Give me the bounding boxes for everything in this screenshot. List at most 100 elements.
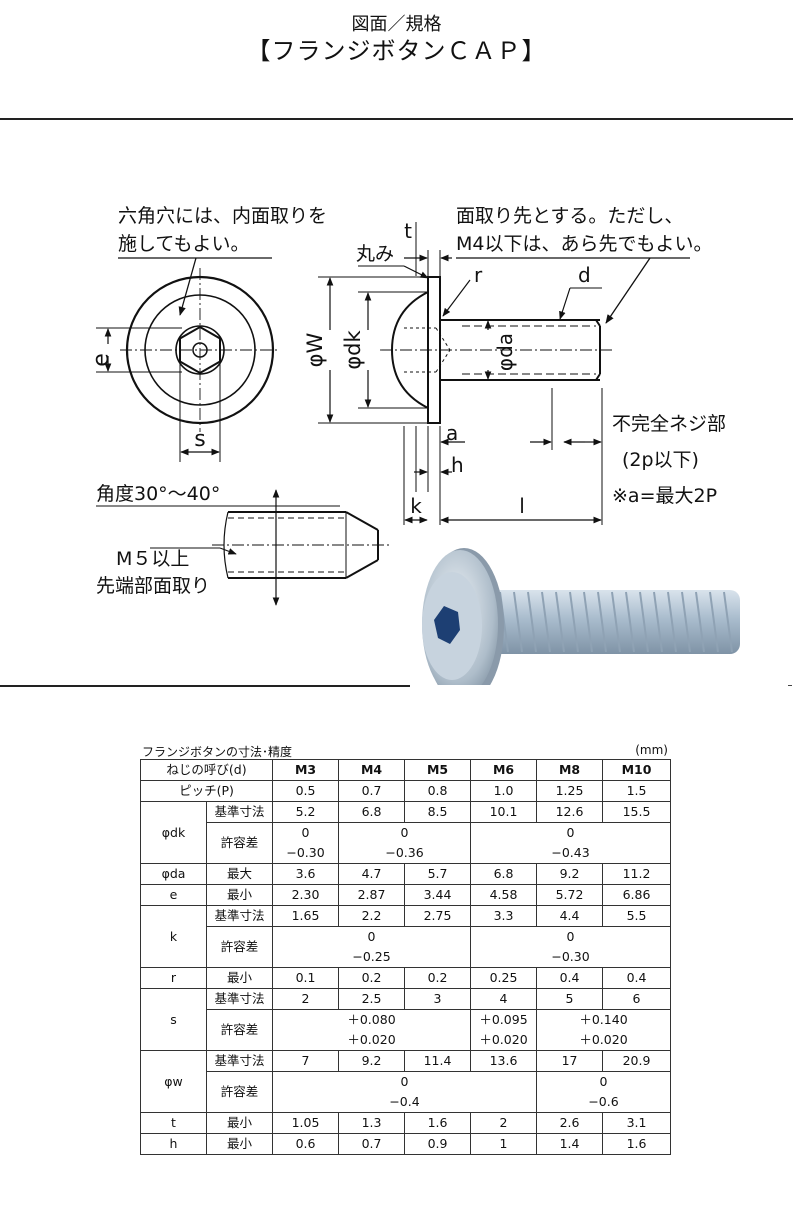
- cell-value: 0.5: [272, 780, 340, 802]
- cell-value: 1: [470, 1133, 538, 1155]
- cell-value: 0.4: [536, 967, 604, 989]
- cell-value: 1.05: [272, 1112, 340, 1134]
- cell-value: 6.86: [602, 884, 672, 906]
- cell-tolerance: 0−0.25: [272, 926, 472, 968]
- note-chamfer: 面取り先とする。ただし、 M4以下は、あら先でもよい。: [456, 205, 712, 324]
- cell-header-label: ねじの呼び(d): [139, 759, 274, 781]
- cell-size: M6: [470, 759, 538, 781]
- cell-value: 1.6: [602, 1133, 672, 1155]
- cell-value: 3.1: [602, 1112, 672, 1134]
- cell-value: 17: [536, 1050, 604, 1072]
- cell-value: 7: [272, 1050, 340, 1072]
- table-row-t: t 最小 1.05 1.3 1.6 2 2.6 3.1: [140, 1112, 672, 1134]
- cell-sublabel: 基準寸法: [205, 905, 274, 927]
- cell-tolerance: ＋0.140＋0.020: [536, 1009, 672, 1051]
- page-header: 図面／規格 【フランジボタンＣＡＰ】: [0, 14, 793, 66]
- cell-value: 6.8: [470, 863, 538, 885]
- cell-value: 0.7: [338, 1133, 406, 1155]
- cell-sublabel: 最小: [205, 1112, 274, 1134]
- cell-value: 3: [404, 988, 472, 1010]
- cell-value: 11.2: [602, 863, 672, 885]
- note-hex-line1: 六角穴には、内面取りを: [118, 205, 327, 227]
- cell-value: 2.2: [338, 905, 406, 927]
- cell-sublabel: 基準寸法: [205, 1050, 274, 1072]
- note-chamfer-line2: M4以下は、あら先でもよい。: [456, 233, 712, 255]
- cell-value: 2.75: [404, 905, 472, 927]
- table-row-h: h 最小 0.6 0.7 0.9 1 1.4 1.6: [140, 1133, 672, 1155]
- cell-sublabel: 最小: [205, 884, 274, 906]
- cell-tolerance: 0−0.30: [470, 926, 672, 968]
- cell-value: 11.4: [404, 1050, 472, 1072]
- cell-label: φdk: [140, 801, 207, 864]
- label-r: r: [474, 263, 483, 287]
- label-s: s: [194, 427, 205, 452]
- note-thread: 不完全ネジ部 (2p以下) ※a=最大2P: [612, 413, 726, 507]
- side-view: [318, 222, 614, 525]
- spec-table: ねじの呼び(d) M3 M4 M5 M6 M8 M10 ピッチ(P) 0.5 0…: [139, 759, 672, 1155]
- label-e: e: [89, 353, 114, 367]
- cell-label: r: [140, 967, 207, 989]
- label-l: l: [519, 494, 525, 518]
- cell-sublabel: 許容差: [205, 1009, 274, 1051]
- table-row-dk-tol: 許容差 0−0.30 0−0.36 0−0.43: [141, 822, 672, 864]
- cell-value: 4.58: [470, 884, 538, 906]
- cell-tolerance: ＋0.095＋0.020: [470, 1009, 538, 1051]
- cell-sublabel: 基準寸法: [205, 801, 274, 823]
- note-thread-line3: ※a=最大2P: [612, 485, 717, 507]
- table-unit: (mm): [635, 743, 668, 757]
- label-phiW: φW: [303, 332, 327, 367]
- table-row-pitch: ピッチ(P) 0.5 0.7 0.8 1.0 1.25 1.5: [139, 780, 672, 802]
- table-row-w-tol: 許容差 0−0.4 0−0.6: [141, 1071, 672, 1113]
- cell-sublabel: 基準寸法: [205, 988, 274, 1010]
- cell-value: 0.2: [404, 967, 472, 989]
- cell-value: 0.1: [272, 967, 340, 989]
- cell-value: 1.5: [602, 780, 672, 802]
- product-photo: [422, 548, 740, 685]
- cell-value: 5.72: [536, 884, 604, 906]
- cell-sublabel: 最小: [205, 967, 274, 989]
- table-row-e: e 最小 2.30 2.87 3.44 4.58 5.72 6.86: [140, 884, 672, 906]
- cell-value: 3.3: [470, 905, 538, 927]
- cell-sublabel: 最大: [205, 863, 274, 885]
- cell-tolerance: 0−0.6: [536, 1071, 672, 1113]
- cell-value: 1.65: [272, 905, 340, 927]
- cell-value: 1.6: [404, 1112, 472, 1134]
- cell-value: 1.4: [536, 1133, 604, 1155]
- cell-tolerance: 0−0.4: [272, 1071, 538, 1113]
- cell-value: 0.25: [470, 967, 538, 989]
- cell-value: 8.5: [404, 801, 472, 823]
- cell-value: 10.1: [470, 801, 538, 823]
- cell-tolerance: 0−0.30: [272, 822, 340, 864]
- cell-label: e: [140, 884, 207, 906]
- label-phida: φda: [493, 333, 517, 371]
- cell-value: 3.44: [404, 884, 472, 906]
- cell-value: 5.2: [272, 801, 340, 823]
- divider-tick: [788, 685, 792, 686]
- cell-label: ピッチ(P): [139, 780, 274, 802]
- cell-value: 4: [470, 988, 538, 1010]
- cell-value: 2.5: [338, 988, 406, 1010]
- cell-value: 5.7: [404, 863, 472, 885]
- note-m5-line1: M５以上: [116, 548, 189, 570]
- cell-sublabel: 許容差: [205, 1071, 274, 1113]
- header-product-name: 【フランジボタンＣＡＰ】: [246, 37, 547, 65]
- table-row-header: ねじの呼び(d) M3 M4 M5 M6 M8 M10: [139, 759, 672, 781]
- cell-tolerance: ＋0.080＋0.020: [272, 1009, 472, 1051]
- note-hex-socket: 六角穴には、内面取りを 施してもよい。: [118, 205, 327, 316]
- cell-value: 0.7: [338, 780, 406, 802]
- cell-label: s: [140, 988, 207, 1051]
- cell-value: 2: [272, 988, 340, 1010]
- divider-middle: [0, 685, 410, 687]
- cell-value: 3.6: [272, 863, 340, 885]
- cell-value: 5.5: [602, 905, 672, 927]
- cell-value: 6.8: [338, 801, 406, 823]
- cell-value: 2.87: [338, 884, 406, 906]
- cell-size: M8: [536, 759, 604, 781]
- header-title: 図面／規格: [351, 14, 442, 35]
- cell-value: 13.6: [470, 1050, 538, 1072]
- cell-value: 4.7: [338, 863, 406, 885]
- cell-label: φw: [140, 1050, 207, 1113]
- cell-size: M4: [338, 759, 406, 781]
- technical-drawing: 六角穴には、内面取りを 施してもよい。 面取り先とする。ただし、 M4以下は、あ…: [89, 205, 740, 685]
- cell-value: 0.4: [602, 967, 672, 989]
